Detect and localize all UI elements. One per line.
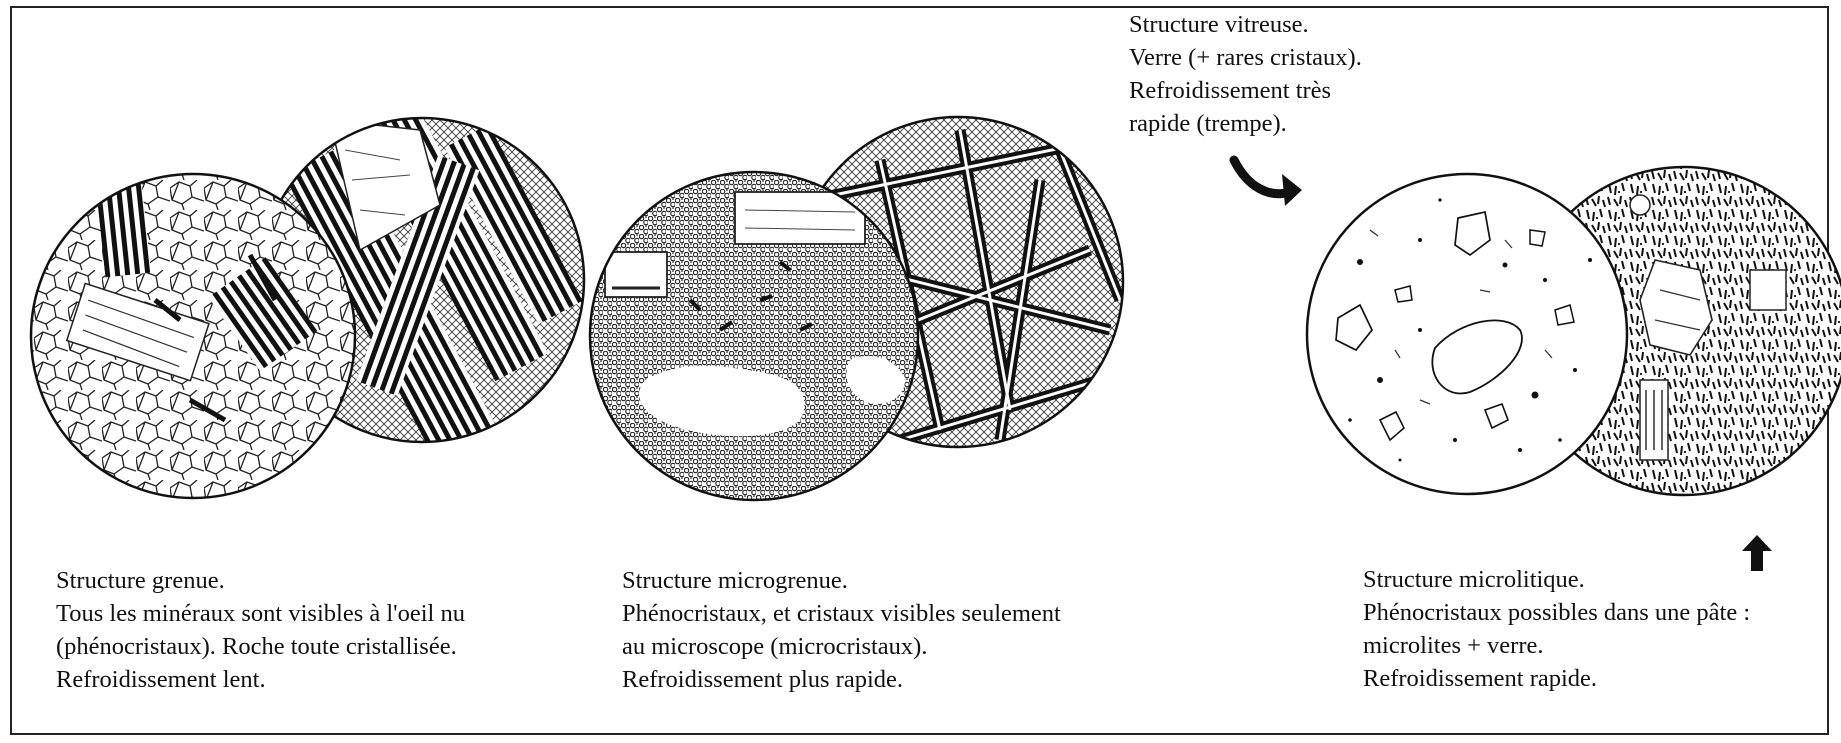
vitreuse-drawing (1307, 174, 1627, 494)
caption-line: Structure grenue. (56, 564, 465, 597)
caption-line: au microscope (microcristaux). (622, 630, 1061, 663)
caption-microlitique: Structure microlitique. Phénocristaux po… (1363, 563, 1750, 695)
caption-line: Phénocristaux possibles dans une pâte : (1363, 596, 1750, 629)
caption-line: Refroidissement plus rapide. (622, 663, 1061, 696)
caption-line: Structure vitreuse. (1129, 8, 1362, 41)
caption-line: Refroidissement très (1129, 74, 1362, 107)
caption-line: Phénocristaux, et cristaux visibles seul… (622, 597, 1061, 630)
grenue-drawing (20, 62, 620, 510)
caption-line: Structure microlitique. (1363, 563, 1750, 596)
caption-line: Verre (+ rares cristaux). (1129, 41, 1362, 74)
caption-vitreuse: Structure vitreuse. Verre (+ rares crist… (1129, 8, 1362, 140)
microgrenue-drawing (590, 115, 1130, 500)
caption-line: Refroidissement rapide. (1363, 662, 1750, 695)
caption-line: rapide (trempe). (1129, 107, 1362, 140)
caption-line: (phénocristaux). Roche toute cristallisé… (56, 630, 465, 663)
up-arrow-icon (1742, 535, 1772, 571)
caption-line: Tous les minéraux sont visibles à l'oeil… (56, 597, 465, 630)
caption-microgrenue: Structure microgrenue. Phénocristaux, et… (622, 564, 1061, 696)
caption-line: microlites + verre. (1363, 629, 1750, 662)
caption-line: Refroidissement lent. (56, 663, 465, 696)
curved-arrow-icon (1234, 160, 1302, 206)
caption-line: Structure microgrenue. (622, 564, 1061, 597)
caption-grenue: Structure grenue. Tous les minéraux sont… (56, 564, 465, 696)
